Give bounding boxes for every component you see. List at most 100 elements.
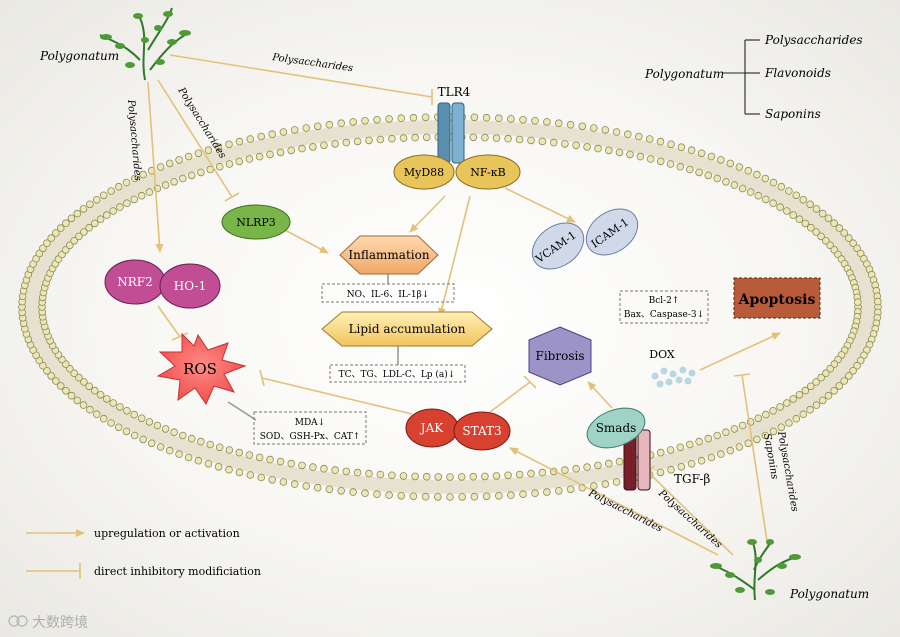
lipid-head — [130, 410, 139, 419]
inhibit-line-stat3-fibrosis — [489, 381, 531, 413]
lipid-head — [818, 396, 827, 405]
lipid-head — [422, 133, 431, 142]
lipid-head — [399, 472, 408, 480]
lipid-head — [849, 239, 857, 248]
lipid-head — [245, 155, 254, 163]
lipid-head — [730, 181, 739, 189]
lipid-head — [835, 382, 844, 390]
lipid-head — [353, 468, 362, 477]
lipid-head — [446, 493, 454, 501]
lipid-head — [666, 160, 675, 168]
lipid-head — [165, 446, 174, 455]
lipid-head — [785, 419, 793, 427]
inhibit-line-plant-nlrp3 — [157, 79, 233, 198]
lipid-head — [717, 156, 725, 164]
lipid-head — [80, 378, 88, 386]
lipid-head — [722, 428, 730, 437]
lipid-head — [543, 118, 551, 126]
lipid-head — [738, 421, 747, 430]
lipid-head — [538, 137, 547, 146]
ros-markers-1: MDA↓ — [295, 418, 325, 428]
lipid-head — [695, 437, 703, 446]
lipid-head — [165, 159, 174, 168]
lipid-head — [515, 470, 524, 479]
lipid-head — [504, 134, 512, 143]
lipid-head — [197, 437, 205, 446]
lipid-head — [519, 116, 527, 124]
lipid-head — [744, 439, 753, 448]
lipid-head — [656, 448, 665, 457]
lipid-head — [373, 116, 381, 124]
lipid-head — [697, 456, 706, 465]
lipid-head — [746, 188, 755, 196]
lipid-head — [735, 443, 744, 451]
lipid-head — [109, 399, 117, 407]
nrf2-label: NRF2 — [117, 275, 153, 289]
lipid-head — [235, 157, 244, 166]
legend-activation: upregulation or activation — [94, 527, 240, 540]
lipid-head — [761, 195, 770, 204]
lipid-head — [225, 140, 233, 149]
lipid-head — [320, 464, 328, 473]
lipid-head — [583, 463, 591, 471]
ros-markers-2: SOD、GSH-Px、CAT↑ — [260, 432, 361, 442]
lipid-head — [801, 386, 810, 395]
lipid-head — [830, 386, 838, 395]
lipid-head — [769, 178, 778, 187]
arrow-myd88-inflammation — [409, 195, 446, 233]
lipid-head — [409, 113, 418, 122]
lipid-head — [507, 491, 515, 499]
lipid-head — [697, 149, 706, 158]
lipid-head — [604, 146, 613, 155]
lipid-head — [67, 391, 76, 400]
lipid-head — [235, 468, 244, 477]
jak-label: JAK — [419, 421, 444, 435]
stat3-node — [453, 411, 511, 451]
lipid-head — [130, 195, 139, 204]
lipid-head — [853, 298, 862, 306]
lipid-head — [549, 138, 558, 147]
lipid-head — [824, 214, 833, 223]
lipid-head — [738, 184, 747, 193]
lipid-head — [342, 467, 351, 476]
lipid-head — [656, 157, 665, 166]
stat3-label: STAT3 — [462, 424, 501, 438]
lipid-head — [685, 165, 694, 174]
ros-label: ROS — [183, 360, 217, 378]
composition-item-2: Flavonoids — [764, 66, 831, 80]
lipid-head — [561, 140, 569, 148]
lipid-head — [279, 478, 288, 486]
lipid-head — [782, 207, 791, 215]
lipid-head — [302, 124, 311, 132]
inhibit-line-nrf2-ros — [157, 305, 181, 338]
lipid-head — [107, 419, 115, 427]
lipid-head — [388, 134, 396, 143]
lipid-head — [677, 462, 686, 471]
nlrp3-node — [221, 204, 291, 240]
lipid-head — [123, 199, 131, 208]
lipid-head — [531, 489, 539, 498]
lipid-head — [255, 152, 264, 161]
lipid-head — [717, 450, 725, 458]
lipid-head — [51, 377, 60, 385]
tlr4-label: TLR4 — [438, 85, 471, 99]
lipid-head — [268, 475, 277, 484]
lipid-head — [313, 483, 322, 492]
smads-node — [586, 407, 646, 449]
lipid-head — [170, 428, 178, 437]
lipid-head — [515, 135, 524, 144]
ho1-label: HO-1 — [174, 279, 206, 293]
lipid-head — [122, 427, 131, 436]
lipid-head — [634, 132, 643, 141]
lipid-head — [206, 165, 215, 174]
lipid-head — [873, 297, 882, 306]
lipid-head — [853, 361, 861, 370]
edge-label-left: Polysaccharides — [125, 98, 143, 181]
lipid-head — [844, 234, 853, 242]
lipid-head — [789, 395, 797, 403]
lipid-head — [645, 135, 654, 143]
lipid-head — [687, 459, 696, 468]
lipid-head — [225, 160, 234, 168]
